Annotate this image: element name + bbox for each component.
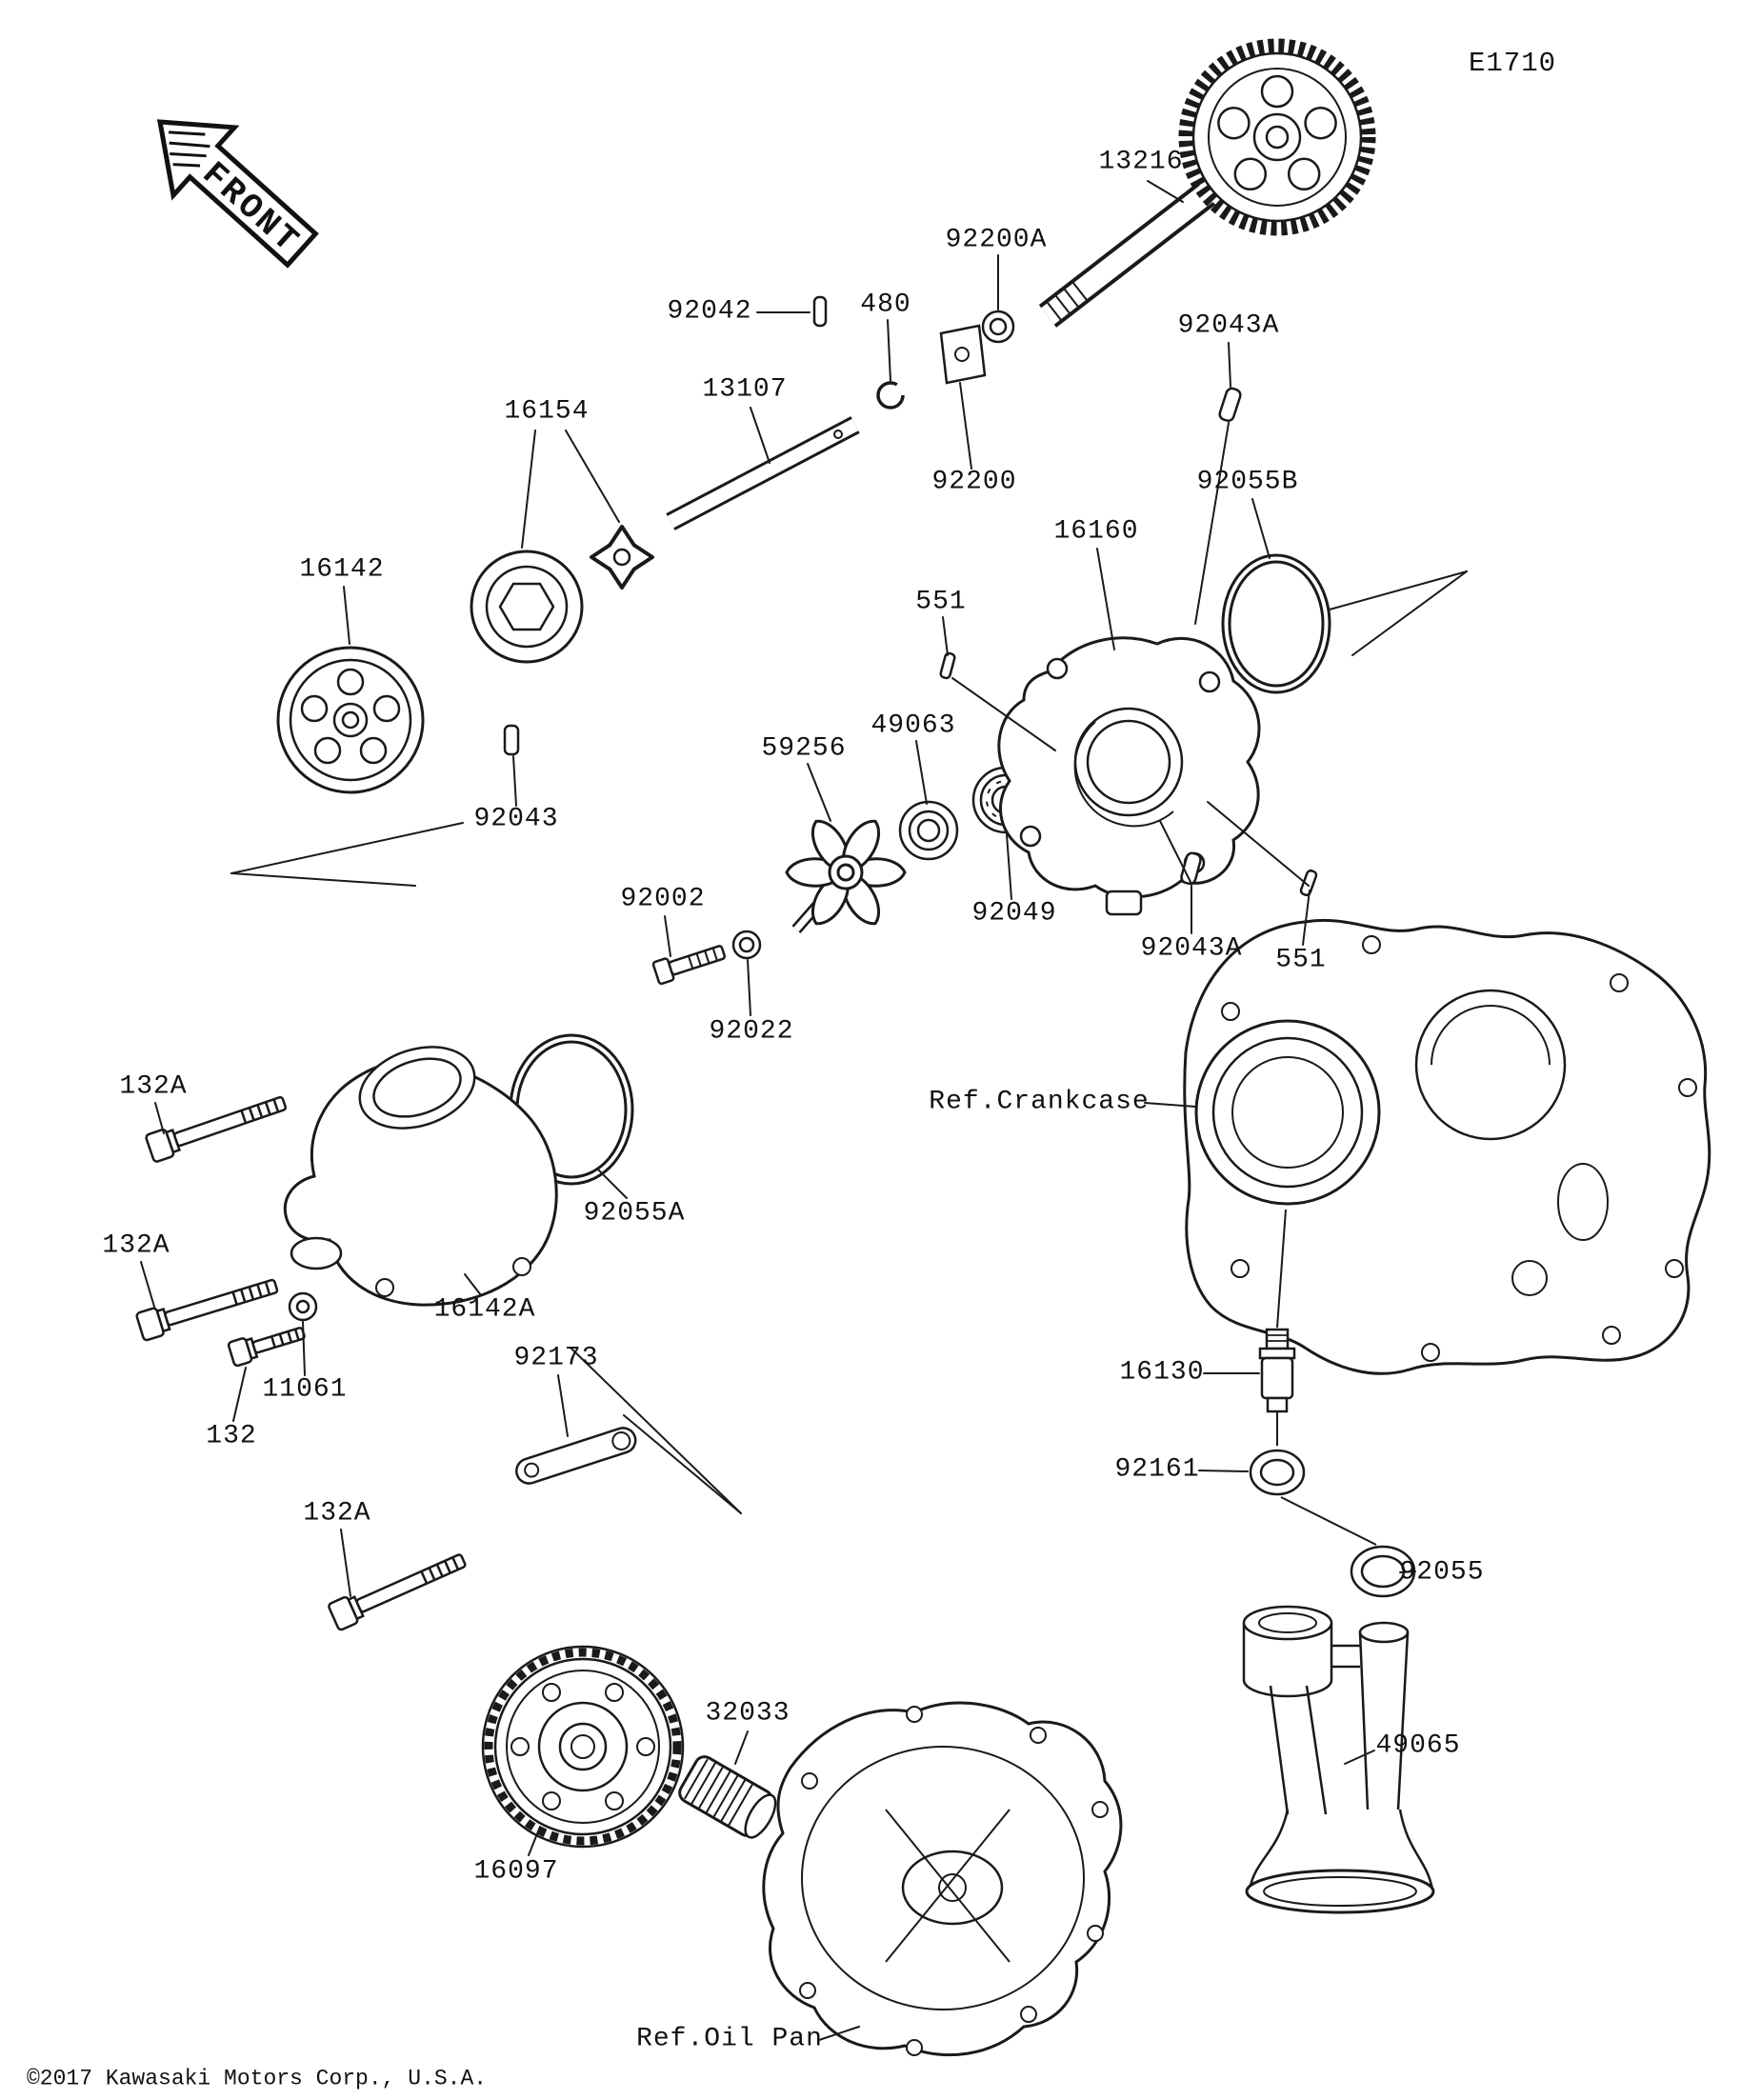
part-92022-washer (731, 930, 762, 960)
part-92042-pin (812, 295, 828, 328)
part-label-16160: 16160 (1053, 516, 1139, 547)
part-16154-inner-rotor (590, 525, 654, 590)
part-92043a-pin-top (1218, 387, 1242, 423)
part-label-480: 480 (860, 290, 911, 320)
part-label-92055: 92055 (1399, 1557, 1485, 1588)
part-label-13107: 13107 (702, 374, 788, 405)
ref-oil-pan-casting (762, 1701, 1123, 2056)
part-label-13216: 13216 (1098, 147, 1184, 177)
pointer-lines (230, 570, 1468, 1514)
part-92002-bolt (651, 945, 726, 986)
part-92173-bracket (515, 1427, 637, 1485)
part-label-32033: 32033 (705, 1698, 790, 1729)
part-label-92043: 92043 (473, 804, 559, 834)
part-label-92043a-2: 92043A (1140, 933, 1243, 964)
part-16130-valve (1258, 1328, 1296, 1413)
leader-lines (140, 180, 1416, 2041)
part-label-132a-3: 132A (303, 1498, 371, 1529)
assembly-chain-lines (1276, 1209, 1377, 1546)
part-label-132a-2: 132A (102, 1230, 170, 1261)
part-label-92173: 92173 (513, 1343, 599, 1373)
part-label-551-2: 551 (1275, 945, 1327, 975)
part-label-92049: 92049 (971, 898, 1057, 929)
part-label-92200a: 92200A (945, 225, 1048, 255)
ref-label-crankcase: Ref.Crankcase (929, 1087, 1150, 1117)
part-label-16154: 16154 (504, 396, 590, 427)
part-label-92042: 92042 (667, 296, 752, 327)
part-16097-oil-filter (481, 1645, 685, 1849)
part-92043a-pin-2 (1180, 851, 1202, 886)
part-label-92002: 92002 (620, 884, 706, 914)
part-label-92200: 92200 (931, 467, 1017, 497)
part-label-551-1: 551 (915, 587, 967, 617)
part-59256-impeller (785, 819, 907, 933)
ref-crankcase-casting (1183, 918, 1711, 1375)
part-92043-pin (503, 724, 520, 756)
part-92055b-oring (1221, 553, 1331, 694)
part-label-132a-1: 132A (119, 1071, 188, 1102)
part-551-pin-top (939, 651, 956, 680)
part-label-92055a: 92055A (583, 1198, 686, 1229)
part-480-snap-ring (876, 381, 905, 410)
part-label-16142a: 16142A (433, 1294, 536, 1325)
part-92161-cup (1249, 1449, 1306, 1496)
part-label-92043a-1: 92043A (1177, 310, 1280, 341)
part-16154-outer-rotor (470, 550, 584, 664)
part-label-11061: 11061 (262, 1374, 348, 1405)
part-label-132: 132 (206, 1421, 257, 1451)
ref-label-oil-pan: Ref.Oil Pan (636, 2024, 823, 2054)
part-92200-plate (939, 324, 987, 385)
part-92200a-washer (981, 310, 1015, 344)
part-16142-rotor-assembly (276, 646, 425, 794)
part-49063-seal (898, 800, 959, 861)
part-11061-washer (288, 1291, 318, 1322)
part-16142a-pump-cover (283, 1046, 558, 1307)
part-label-59256: 59256 (761, 733, 847, 764)
part-132-bolt (226, 1319, 309, 1369)
part-label-16130: 16130 (1119, 1357, 1205, 1388)
part-label-16142: 16142 (299, 554, 385, 585)
part-13107-shaft (666, 416, 860, 530)
part-16160-pump-body (997, 636, 1261, 916)
diagram-code: E1710 (1468, 48, 1557, 80)
part-label-16097: 16097 (473, 1856, 559, 1887)
part-label-92022: 92022 (709, 1016, 794, 1047)
part-label-49065: 49065 (1375, 1730, 1461, 1761)
part-49065-oil-pipe (1242, 1605, 1435, 1914)
copyright-text: ©2017 Kawasaki Motors Corp., U.S.A. (27, 2066, 488, 2091)
part-label-92161: 92161 (1114, 1454, 1200, 1485)
part-32033-fitting (678, 1755, 777, 1839)
front-direction-arrow: FRONT (156, 119, 319, 269)
part-132a-bolt-2 (134, 1270, 282, 1343)
part-13216-oil-pump-gear-shaft (1038, 38, 1376, 328)
part-label-92055b: 92055B (1196, 467, 1299, 497)
part-label-49063: 49063 (870, 710, 956, 741)
